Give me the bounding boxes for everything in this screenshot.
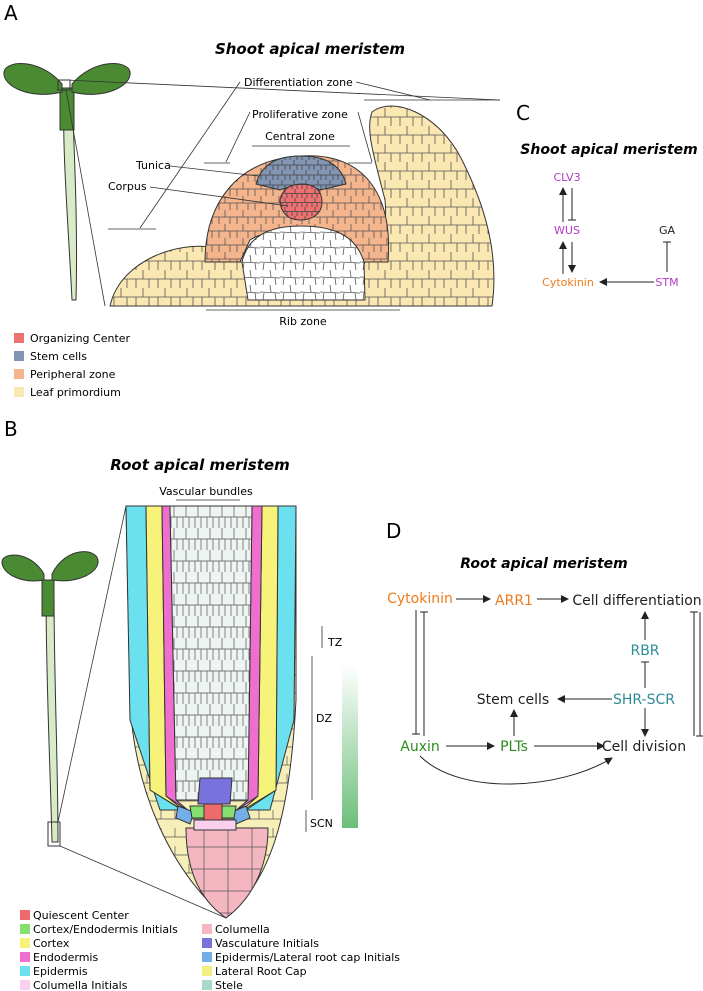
legend-item: Cortex <box>33 937 70 950</box>
legend-item: Vasculature Initials <box>215 937 319 950</box>
sam-network: CLV3 WUS GA Cytokinin STM <box>542 171 678 289</box>
node-cytokinin: Cytokinin <box>387 591 453 607</box>
ram-legend: Quiescent Center Cortex/Endodermis Initi… <box>20 909 400 991</box>
legend-item: Endodermis <box>33 951 98 964</box>
node-cytokinin: Cytokinin <box>542 276 594 289</box>
panel-c-label: C <box>516 101 530 125</box>
legend-swatch <box>14 333 24 343</box>
panel-a-label: A <box>4 1 18 25</box>
node-arr1: ARR1 <box>495 593 533 609</box>
legend-item: Quiescent Center <box>33 909 129 922</box>
sam-title: Shoot apical meristem <box>215 40 405 58</box>
legend-item: Peripheral zone <box>30 368 116 381</box>
central-zone-label: Central zone <box>265 130 335 143</box>
legend-swatch <box>14 351 24 361</box>
legend-swatch <box>20 938 30 948</box>
node-stm: STM <box>655 276 678 289</box>
node-shr-scr: SHR-SCR <box>613 692 675 708</box>
node-clv3: CLV3 <box>553 171 580 184</box>
node-cell-division: Cell division <box>602 739 686 755</box>
proliferative-zone-label: Proliferative zone <box>252 108 348 121</box>
legend-item: Epidermis/Lateral root cap Initials <box>215 951 400 964</box>
seedling-b <box>1 551 99 847</box>
ram-annotations: Vascular bundles TZ DZ SCN <box>159 485 358 832</box>
differentiation-zone-label: Differentiation zone <box>244 76 353 89</box>
legend-item: Cortex/Endodermis Initials <box>33 923 178 936</box>
sam-legend: Organizing Center Stem cells Peripheral … <box>14 332 131 399</box>
tunica-label: Tunica <box>135 159 171 172</box>
legend-swatch <box>14 369 24 379</box>
legend-item: Columella Initials <box>33 979 128 991</box>
rib-zone-label: Rib zone <box>279 315 327 328</box>
root-tip-drawing <box>125 505 297 919</box>
sam-network-title: Shoot apical meristem <box>520 142 697 158</box>
legend-swatch <box>20 910 30 920</box>
legend-swatch <box>202 924 212 934</box>
dz-label: DZ <box>316 712 332 725</box>
node-rbr: RBR <box>630 643 659 659</box>
node-plts: PLTs <box>500 739 528 755</box>
legend-swatch <box>202 938 212 948</box>
legend-item: Epidermis <box>33 965 88 978</box>
legend-swatch <box>202 952 212 962</box>
node-stem-cells: Stem cells <box>477 692 549 708</box>
node-auxin: Auxin <box>400 739 440 755</box>
legend-item: Stem cells <box>30 350 87 363</box>
node-ga: GA <box>659 224 676 237</box>
legend-swatch <box>14 387 24 397</box>
legend-swatch <box>20 952 30 962</box>
legend-swatch <box>20 966 30 976</box>
ram-title: Root apical meristem <box>110 456 289 474</box>
sam-annotations: Differentiation zone Proliferative zone … <box>108 76 500 328</box>
legend-item: Leaf primordium <box>30 386 121 399</box>
legend-item: Columella <box>215 923 270 936</box>
tz-label: TZ <box>327 636 343 649</box>
node-cell-differentiation: Cell differentiation <box>572 593 701 609</box>
legend-item: Stele <box>215 979 243 991</box>
ram-network-title: Root apical meristem <box>460 556 627 572</box>
ram-network: Cytokinin ARR1 Cell differentiation RBR … <box>387 591 703 785</box>
legend-swatch <box>20 924 30 934</box>
node-wus: WUS <box>554 224 580 237</box>
panel-d-label: D <box>386 519 401 543</box>
zone-gradient-bar <box>342 664 358 828</box>
scn-label: SCN <box>310 817 333 830</box>
legend-swatch <box>20 980 30 990</box>
panel-b-label: B <box>4 417 18 441</box>
legend-item: Organizing Center <box>30 332 131 345</box>
seedling-a <box>3 63 131 301</box>
corpus-label: Corpus <box>108 180 147 193</box>
legend-swatch <box>202 966 212 976</box>
legend-swatch <box>202 980 212 990</box>
legend-item: Lateral Root Cap <box>215 965 307 978</box>
vascular-bundles-label: Vascular bundles <box>159 485 253 498</box>
sam-tissue-drawing <box>109 105 495 307</box>
